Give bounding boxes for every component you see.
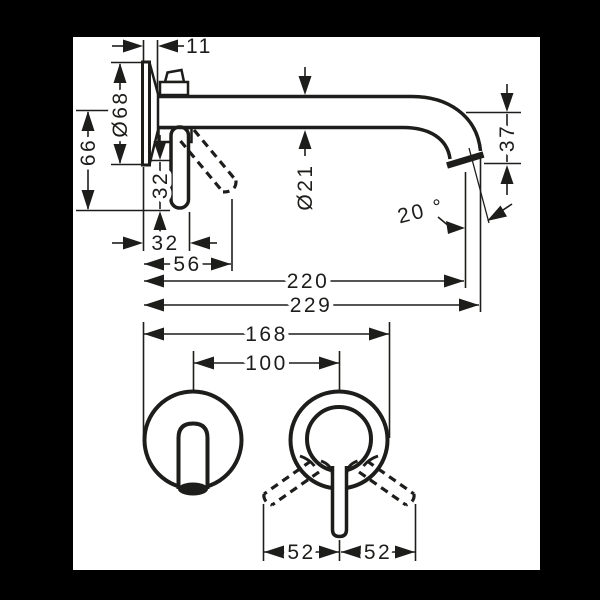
set-screw-detail [163, 68, 186, 84]
spout-inner-line [157, 125, 452, 160]
dim-total-projection: 229 [290, 294, 333, 317]
dim-overall-width: 168 [245, 323, 288, 346]
dim-outlet-drop: 37 [496, 124, 519, 152]
mounting-block-top [158, 80, 190, 97]
side-view-fixture [141, 40, 485, 210]
handle-swung-dashed [179, 128, 238, 194]
swing-fillet-right [362, 454, 379, 467]
spout-outer-line [157, 94, 483, 152]
dim-escutcheon-depth: 11 [186, 35, 213, 58]
dim-hole-centers: 100 [245, 352, 288, 375]
handle-swing-dashed-right [358, 459, 416, 507]
dim-handle-projection: 32 [151, 232, 179, 255]
front-view-dimension-labels: 168 100 52 52 [241, 319, 394, 569]
dim-spout-reach: 220 [287, 270, 330, 293]
side-view-dimension-lines [76, 40, 521, 312]
dim-escutcheon-diameter: Ø68 [109, 90, 132, 137]
dim-handle-reach: 56 [173, 253, 201, 276]
spout-outlet-face [446, 151, 485, 169]
stem-fillet-right [345, 459, 359, 475]
side-view-arrowheads [81, 39, 514, 312]
stem-fillet-left [320, 459, 334, 475]
front-view-arrowheads [144, 327, 415, 559]
spout-front [176, 421, 210, 489]
front-view-dimension-lines [142, 322, 417, 561]
dim-swing-right: 52 [364, 541, 392, 564]
escutcheon-plate [141, 60, 151, 167]
dim-swing-left: 52 [287, 541, 315, 564]
dim-handle-drop: 32 [149, 171, 172, 199]
outlet-flow-direction-line [468, 147, 490, 224]
front-view: 168 100 52 52 [142, 319, 417, 569]
dim-spout-diameter: Ø21 [294, 163, 317, 210]
handle-hub-front [305, 405, 373, 473]
handle-swing-dashed-left [262, 459, 320, 507]
swing-fillet-left [299, 454, 316, 467]
handle-stem-front [330, 466, 349, 539]
front-view-fixture [142, 389, 416, 539]
spout-outlet-opening [178, 482, 208, 496]
dim-center-to-handle-bottom: 66 [77, 138, 100, 166]
handle-lever [169, 125, 191, 210]
